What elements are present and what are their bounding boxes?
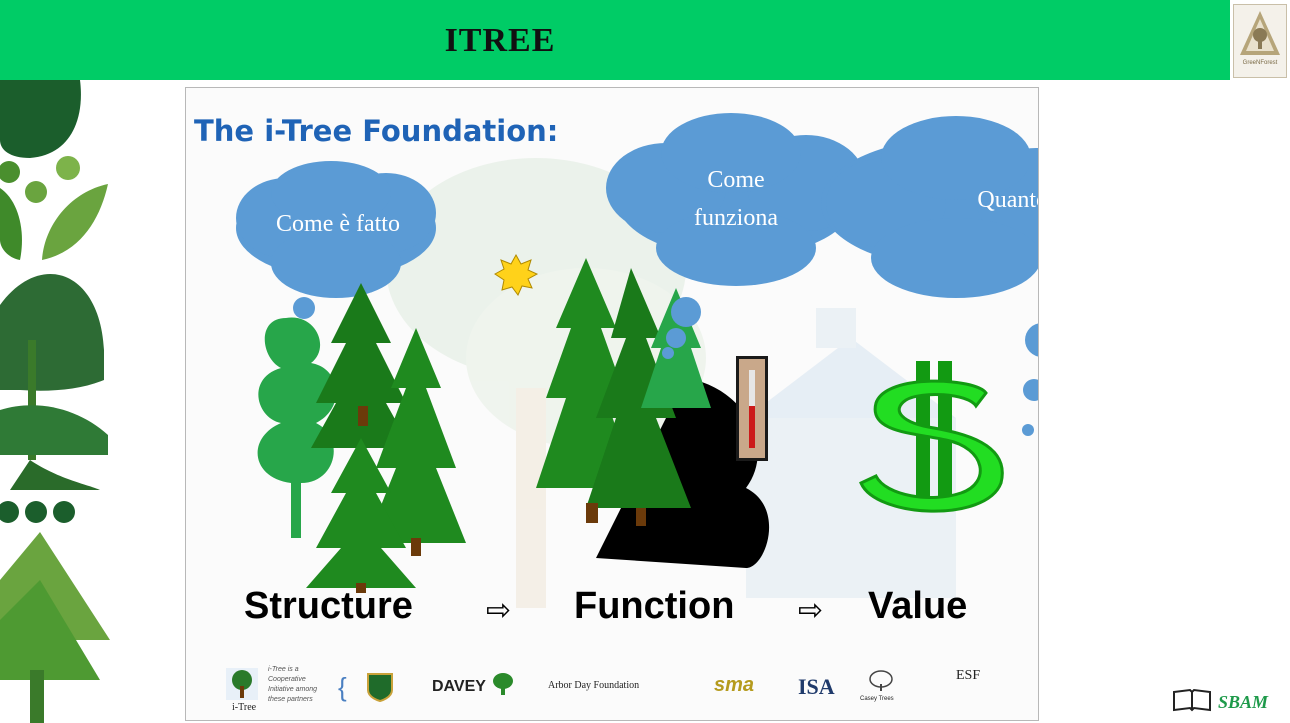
sbam-label: SBAM [1218,692,1269,712]
davey-tree-icon [493,673,513,695]
davey-logo: DAVEY [432,678,486,695]
bubble-text-function-line1: Come [707,167,765,193]
flow-structure: Structure [244,585,413,627]
book-icon [1173,688,1211,712]
greenforest-logo: GreeNForest [1233,4,1287,78]
logo-text: GreeNForest [1242,60,1278,66]
bubble-text-value: Quanto vale? [977,187,1038,213]
slide-image: The i-Tree Foundation: Come è fatto Come… [185,87,1039,721]
thought-cloud-function [606,113,866,359]
arrow-right-icon: ⇨ [798,593,824,628]
itree-label: i-Tree [232,702,257,713]
isa-logo: ISA [798,674,835,699]
dollar-sign-icon [859,361,1004,513]
sbam-brand: SBAM [1172,688,1268,719]
trees-function [536,258,770,568]
itree-logo [226,668,258,700]
esf-logo: ESF [956,668,981,683]
partner-blurb-3: Initiative among [268,686,318,693]
casey-trees-label: Casey Trees [860,696,894,702]
sma-logo: sma [714,674,755,696]
decorative-plants-graphic [0,80,110,723]
thermometer-icon [736,356,768,461]
forest-service-shield-icon [367,673,393,702]
partner-blurb-2: Cooperative [268,676,306,683]
casey-trees-icon [869,670,893,691]
flow-value: Value [868,585,968,627]
header-bar: ITREE [0,0,1230,80]
slide-title: The i-Tree Foundation: [194,114,559,148]
bubble-text-function-line2: funziona [694,205,778,231]
arrow-right-icon: ⇨ [486,593,512,628]
bubble-text-structure: Come è fatto [276,211,400,237]
thought-cloud-value [821,116,1038,436]
brace-icon: { [338,672,347,702]
partner-logos-row: i-Tree i-Tree is a Cooperative Initiativ… [226,666,1026,718]
sun-icon [494,253,539,296]
partner-blurb-4: these partners [268,696,313,703]
arbor-day-logo: Arbor Day Foundation [548,680,640,691]
thought-cloud-structure [236,161,436,343]
trees-structure [257,283,466,593]
itree-illustration [236,113,1038,608]
flow-function: Function [574,585,735,627]
page-title: ITREE [444,22,556,59]
partner-blurb-1: i-Tree is a [268,666,299,673]
